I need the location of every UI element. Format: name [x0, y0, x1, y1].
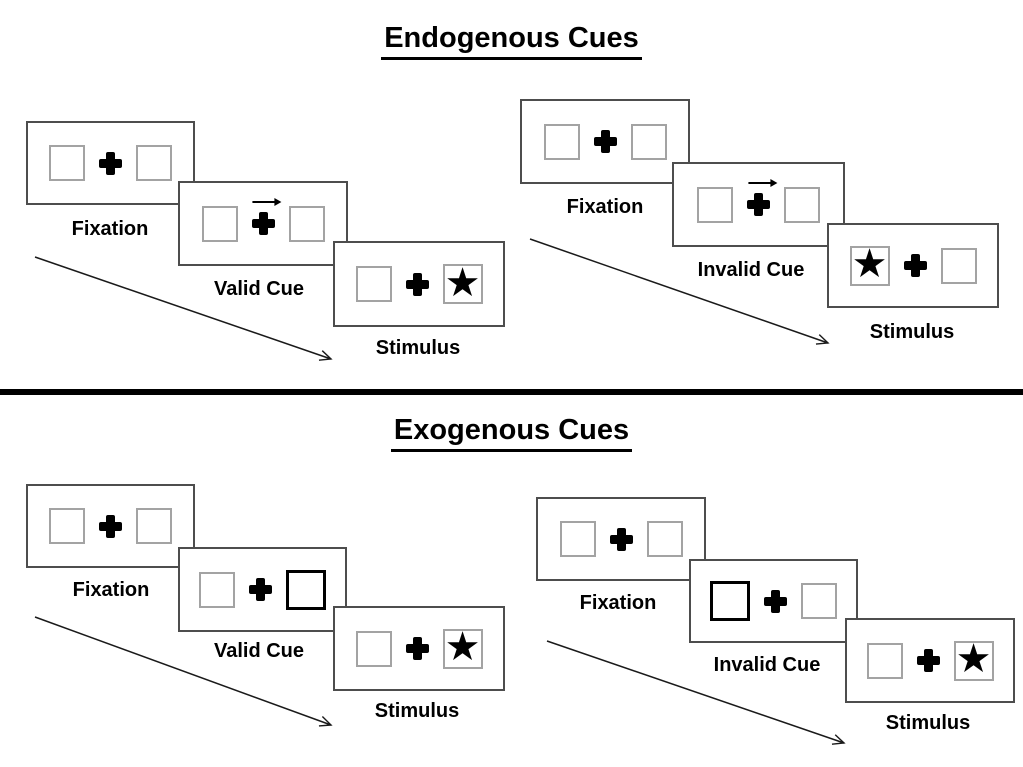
star-icon: ★ [851, 241, 888, 287]
placeholder-box [355, 630, 392, 667]
section-title-endogenous: Endogenous Cues [381, 22, 642, 61]
cue-arrow-icon [252, 198, 282, 206]
placeholder-box [49, 508, 85, 544]
section-header-exogenous: Exogenous Cues [0, 414, 1023, 453]
section-divider [0, 389, 1023, 395]
step-label-stimulus: Stimulus [885, 712, 971, 734]
exogenous-valid-fixation-card [26, 484, 195, 568]
bold-cue-box [286, 569, 326, 610]
target-box: ★ [849, 241, 890, 287]
placeholder-box [49, 145, 85, 181]
fixation-cross [916, 649, 940, 672]
star-icon: ★ [955, 636, 992, 682]
plus-icon [405, 272, 429, 296]
plus-icon [249, 578, 272, 601]
fixation-cross [99, 151, 122, 175]
timeline-arrow-endogenous-invalid [529, 238, 830, 345]
fixation-cross [903, 254, 927, 277]
placeholder-box [630, 123, 667, 160]
placeholder-box [355, 266, 392, 302]
placeholder-box [288, 205, 325, 242]
exogenous-valid-cue-card [178, 547, 347, 632]
endogenous-valid-fixation-card [26, 121, 195, 205]
plus-icon [609, 527, 633, 551]
endogenous-invalid-fixation-card [520, 99, 690, 184]
step-label-fixation: Fixation [566, 196, 644, 218]
fixation-cross [405, 272, 429, 296]
fixation-cross [249, 578, 272, 601]
fixation-cross [609, 527, 633, 551]
cue-arrow-icon [747, 179, 777, 187]
step-label-valid-cue: Valid Cue [213, 640, 305, 662]
plus-icon [251, 212, 275, 235]
endogenous-valid-cue-card [178, 181, 348, 266]
exogenous-invalid-stimulus-card: ★ [845, 618, 1015, 703]
placeholder-box [940, 247, 977, 284]
fixation-cross [99, 514, 122, 538]
endogenous-invalid-stimulus-card: ★ [827, 223, 999, 308]
plus-icon [99, 514, 122, 538]
placeholder-box [559, 521, 596, 557]
placeholder-box [801, 583, 837, 619]
plus-icon [99, 151, 122, 175]
step-label-fixation: Fixation [72, 579, 150, 601]
fixation-cross [593, 130, 617, 153]
plus-icon [405, 637, 429, 660]
fixation-cross [747, 179, 777, 216]
plus-icon [747, 193, 770, 216]
placeholder-box [136, 145, 172, 181]
step-label-fixation: Fixation [579, 592, 657, 614]
step-label-fixation: Fixation [71, 218, 149, 240]
bold-cue-box [710, 581, 750, 621]
exogenous-valid-stimulus-card: ★ [333, 606, 505, 691]
step-label-invalid-cue: Invalid Cue [697, 259, 805, 281]
endogenous-valid-stimulus-card: ★ [333, 241, 505, 327]
section-header-endogenous: Endogenous Cues [0, 22, 1023, 61]
step-label-valid-cue: Valid Cue [213, 278, 305, 300]
fixation-cross [405, 637, 429, 660]
placeholder-box [199, 571, 235, 608]
fixation-cross [251, 198, 282, 235]
placeholder-box [646, 521, 683, 557]
star-icon: ★ [444, 259, 481, 306]
section-title-exogenous: Exogenous Cues [390, 414, 633, 453]
plus-icon [916, 649, 940, 672]
plus-icon [593, 130, 617, 153]
step-label-invalid-cue: Invalid Cue [713, 654, 821, 676]
step-label-stimulus: Stimulus [374, 700, 460, 722]
timeline-arrow-exogenous-valid [34, 616, 333, 727]
placeholder-box [784, 186, 820, 223]
target-box: ★ [442, 259, 483, 306]
plus-icon [764, 589, 787, 613]
target-box: ★ [442, 624, 483, 670]
timeline-arrow-endogenous-valid [34, 256, 333, 361]
placeholder-box [866, 642, 903, 679]
endogenous-invalid-cue-card [672, 162, 845, 247]
step-label-stimulus: Stimulus [869, 321, 955, 343]
placeholder-box [543, 123, 580, 160]
fixation-cross [764, 589, 787, 613]
plus-icon [903, 254, 927, 277]
step-label-stimulus: Stimulus [375, 337, 461, 359]
exogenous-invalid-cue-card [689, 559, 858, 643]
placeholder-box [136, 508, 172, 544]
placeholder-box [697, 186, 733, 223]
star-icon: ★ [444, 624, 481, 670]
placeholder-box [201, 205, 238, 242]
target-box: ★ [953, 636, 994, 682]
exogenous-invalid-fixation-card [536, 497, 706, 581]
